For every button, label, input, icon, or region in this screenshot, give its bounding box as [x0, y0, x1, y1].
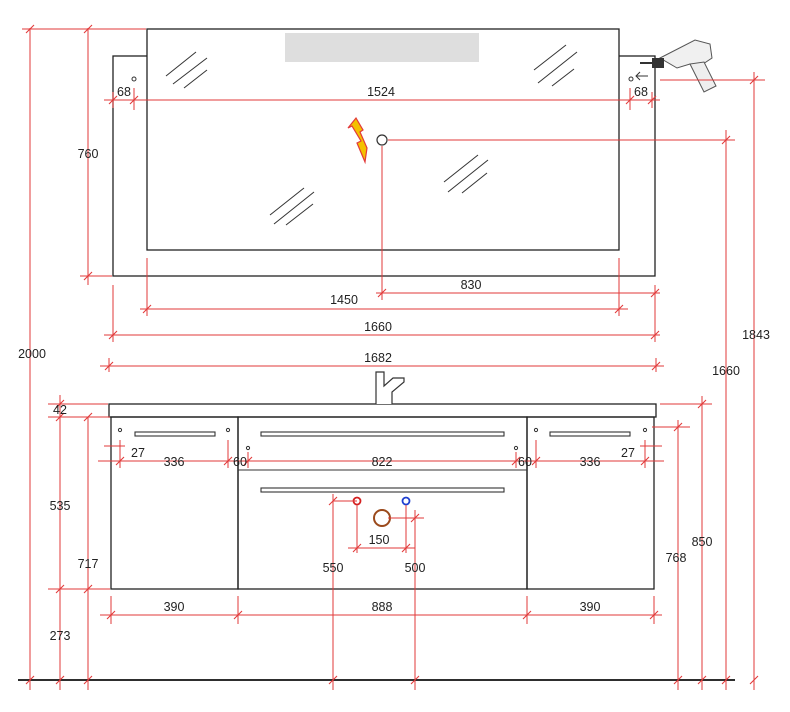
center-bottom-handle [260, 487, 505, 493]
label-total-height: 2000 [18, 347, 46, 361]
label-cabinet-height: 717 [78, 557, 99, 571]
label-hook-right-offset: 68 [634, 85, 648, 99]
label-socket-height: 1660 [712, 364, 740, 378]
label-side-gap-right: 27 [621, 446, 635, 460]
label-right-module-width: 390 [580, 600, 601, 614]
label-right-drawer-width: 336 [580, 455, 601, 469]
drill-arrow-icon [635, 71, 648, 81]
label-hot-pipe-height: 550 [323, 561, 344, 575]
label-side-gap-left: 27 [131, 446, 145, 460]
label-center-drawer-width: 822 [372, 455, 393, 469]
dimension-labels: 68 1524 68 760 830 1450 1660 1682 2000 4… [18, 85, 770, 643]
label-cold-pipe-height: 500 [405, 561, 426, 575]
drill-icon [640, 39, 717, 93]
label-height-850: 850 [692, 535, 713, 549]
label-floor-clearance: 273 [50, 629, 71, 643]
socket-point [376, 134, 388, 146]
label-center-module-width: 888 [372, 600, 393, 614]
hook-hole-right [628, 76, 634, 82]
right-drawer-handle [549, 431, 631, 437]
label-top-width: 1682 [364, 351, 392, 365]
label-pipe-spacing: 150 [369, 533, 390, 547]
label-gap-right: 60 [518, 455, 532, 469]
label-glass-width: 1450 [330, 293, 358, 307]
dimension-ticks [25, 24, 759, 685]
label-hook-height: 1843 [742, 328, 770, 342]
glass-reflection-lines [165, 44, 578, 226]
mirror-light-bar [285, 33, 479, 62]
right-cabinet [526, 416, 655, 590]
label-left-module-width: 390 [164, 600, 185, 614]
vanity-cabinet [108, 371, 657, 590]
drain-outlet [373, 509, 391, 527]
left-cabinet [110, 416, 239, 590]
dimension-lines [22, 28, 765, 690]
label-hook-left-offset: 68 [117, 85, 131, 99]
center-cabinet [237, 416, 528, 590]
high-voltage-icon [347, 116, 368, 165]
label-mirror-height: 760 [78, 147, 99, 161]
left-drawer-handle [134, 431, 216, 437]
countertop [108, 403, 657, 418]
label-mirror-width: 1660 [364, 320, 392, 334]
hook-hole-left [131, 76, 137, 82]
label-top-thickness: 42 [53, 403, 67, 417]
cold-water-pipe [401, 496, 411, 506]
label-height-768: 768 [666, 551, 687, 565]
center-top-handle [260, 431, 505, 437]
label-drawer-height: 535 [50, 499, 71, 513]
label-socket-offset: 830 [461, 278, 482, 292]
label-hook-span: 1524 [367, 85, 395, 99]
faucet-icon [375, 371, 405, 404]
mirror-assembly [112, 28, 717, 277]
label-gap-left: 60 [233, 455, 247, 469]
label-left-drawer-width: 336 [164, 455, 185, 469]
